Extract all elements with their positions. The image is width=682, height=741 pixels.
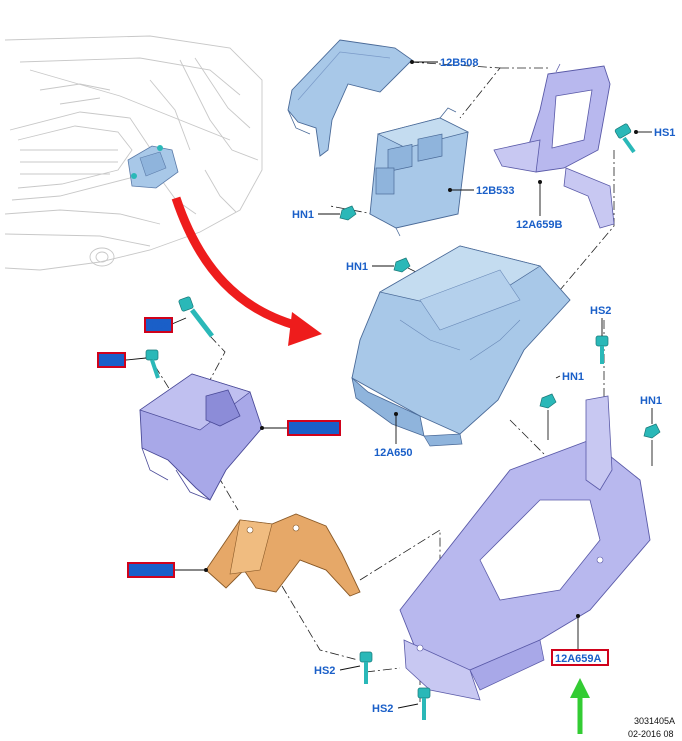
green-indicator-arrow (570, 678, 590, 734)
label-hn1-right-1: HN1 (562, 371, 584, 383)
fastener-left-stud (178, 296, 214, 338)
fastener-hs2-top (595, 335, 609, 364)
highlighted-labels: 12A659A HS2 HB1 12A659C 14N003 (97, 317, 609, 666)
label-hs2-top: HS2 (590, 305, 611, 317)
label-12A659A: 12A659A (555, 653, 602, 665)
label-hs2-bottom-2: HS2 (372, 703, 393, 715)
label-12B508: 12B508 (440, 57, 479, 69)
footer: 3031405A 02-2016 08 (628, 716, 675, 739)
part-labels: 12B508 12B533 12A659B HS1 HN1 HN1 12A650… (292, 57, 675, 715)
part-12A659B-bracket (493, 63, 615, 229)
fastener-left-bolt (145, 349, 160, 379)
label-14N003: 14N003 (130, 565, 169, 577)
part-12B533-module (369, 107, 469, 237)
vehicle-front-outline (4, 35, 263, 271)
label-hn1-mid: HN1 (346, 261, 368, 273)
part-14N003-bracket (205, 513, 361, 597)
red-location-arrow (171, 196, 322, 346)
vehicle-module-location (127, 145, 179, 189)
leader-lines (125, 60, 653, 709)
fastener-hn1-right-1 (539, 393, 557, 440)
label-hn1-right-2: HN1 (640, 395, 662, 407)
label-hs2-bottom-1: HS2 (314, 665, 335, 677)
label-12A659C: 12A659C (290, 423, 337, 435)
label-12B533: 12B533 (476, 185, 515, 197)
figure-date: 02-2016 08 (628, 729, 674, 739)
fastener-hn1-top (339, 205, 357, 221)
label-12A650: 12A650 (374, 447, 413, 459)
figure-code: 3031405A (634, 716, 675, 726)
part-12A659A-bracket (399, 395, 651, 701)
fastener-hs1 (614, 123, 636, 154)
part-12A659C-bracket (139, 373, 263, 501)
fastener-hn1-mid (393, 257, 411, 273)
label-hn1-top: HN1 (292, 209, 314, 221)
label-hs1: HS1 (654, 127, 675, 139)
fastener-hn1-right-2 (643, 423, 661, 466)
label-12A659B: 12A659B (516, 219, 563, 231)
fastener-hs2-bottom-2 (417, 687, 431, 720)
label-hb-left: HB1 (100, 355, 122, 367)
label-hs-left: HS2 (147, 320, 168, 332)
part-12B508-cover (287, 39, 413, 157)
fastener-hs2-bottom-1 (359, 651, 373, 684)
part-12A650-module (351, 245, 571, 447)
